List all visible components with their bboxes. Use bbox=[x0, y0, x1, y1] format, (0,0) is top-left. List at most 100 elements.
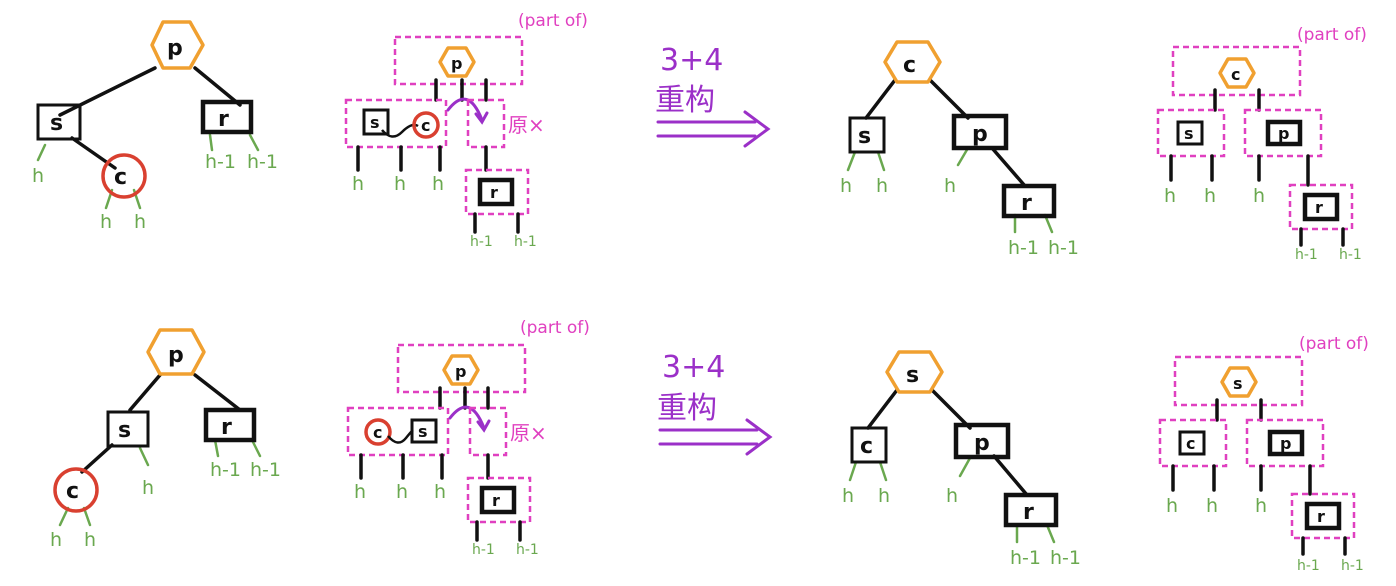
op-chinese-label: 重构 bbox=[657, 391, 717, 426]
height-label: h bbox=[842, 485, 854, 507]
node-s-box bbox=[106, 410, 150, 448]
height-label: h bbox=[32, 165, 44, 187]
node-p-hex bbox=[442, 354, 480, 386]
group-box-c bbox=[1158, 418, 1228, 468]
node-c-label: c bbox=[66, 479, 79, 504]
node-c-label: c bbox=[1186, 434, 1195, 453]
node-r-label: r bbox=[1023, 500, 1034, 525]
node-r-label: r bbox=[1317, 507, 1325, 526]
node-s-label: s bbox=[858, 124, 871, 149]
group-box-p bbox=[1245, 418, 1325, 468]
height-label: h bbox=[1166, 495, 1178, 517]
height-label: h bbox=[142, 477, 154, 499]
group-box-p bbox=[1243, 108, 1323, 158]
node-s-label: s bbox=[370, 113, 380, 132]
height-label: h bbox=[432, 173, 444, 195]
height-label: h-1 bbox=[1295, 247, 1318, 263]
height-label: h bbox=[944, 175, 956, 197]
height-label: h bbox=[1204, 185, 1216, 207]
height-label: h bbox=[840, 175, 852, 197]
node-s-label: s bbox=[50, 111, 63, 136]
node-r-label: r bbox=[221, 415, 232, 440]
node-s-label: s bbox=[418, 422, 428, 441]
node-p-box bbox=[953, 422, 1011, 460]
row1-btree-view: (part of) p s c 原× h h h r h-1 h-1 bbox=[344, 11, 588, 250]
height-label: h-1 bbox=[1050, 547, 1081, 569]
height-label: h-1 bbox=[1339, 247, 1362, 263]
group-box-r bbox=[464, 168, 530, 216]
group-box-p bbox=[396, 343, 527, 394]
op-numbers-label: 3+4 bbox=[662, 350, 725, 385]
node-p-box bbox=[1267, 429, 1305, 457]
op-chinese-label: 重构 bbox=[655, 83, 715, 118]
row2-restructure-arrow: 3+4 重构 bbox=[657, 350, 773, 456]
height-label: h bbox=[1206, 495, 1218, 517]
node-c-label: c bbox=[373, 423, 382, 442]
height-label: h bbox=[354, 481, 366, 503]
node-c-circle bbox=[101, 153, 147, 199]
node-r-box bbox=[479, 485, 517, 515]
node-s-label: s bbox=[906, 363, 919, 388]
group-box-empty bbox=[466, 98, 506, 149]
node-s-box bbox=[410, 418, 438, 444]
node-p-box bbox=[1265, 119, 1303, 147]
node-c-label: c bbox=[114, 165, 127, 190]
height-label: h bbox=[946, 485, 958, 507]
node-c-circle bbox=[53, 467, 99, 513]
node-c-hex bbox=[1218, 57, 1256, 89]
height-label: h bbox=[352, 173, 364, 195]
node-p-label: p bbox=[168, 343, 184, 368]
group-box-r bbox=[1288, 183, 1354, 231]
row2-result-btree-view: (part of) s c p h h h r h-1 h-1 bbox=[1158, 334, 1369, 574]
node-p-hex bbox=[146, 328, 206, 376]
row2-tree-result: s c p r h h h h-1 h-1 bbox=[842, 350, 1081, 569]
row1-tree-result: c s p r h h h h-1 h-1 bbox=[840, 40, 1079, 259]
group-box-s bbox=[1173, 355, 1304, 407]
node-r-box bbox=[1302, 192, 1340, 222]
node-r-label: r bbox=[218, 107, 229, 132]
row1-result-btree-view: (part of) c s p h h h r h-1 h-1 bbox=[1156, 25, 1367, 263]
node-p-label: p bbox=[167, 36, 183, 61]
height-label: h bbox=[434, 481, 446, 503]
node-r-box bbox=[1304, 501, 1342, 531]
node-p-label: p bbox=[1278, 124, 1289, 143]
row2-btree-view: (part of) p c s 原× h h h r h-1 h-1 bbox=[346, 318, 590, 558]
height-label: h-1 bbox=[210, 459, 241, 481]
node-c-circle bbox=[364, 418, 392, 446]
group-box-s bbox=[1156, 108, 1226, 158]
node-s-label: s bbox=[1233, 374, 1243, 393]
node-p-label: p bbox=[1280, 434, 1291, 453]
height-label: h-1 bbox=[514, 234, 537, 250]
node-r-label: r bbox=[1021, 191, 1032, 216]
group-box-r bbox=[1290, 492, 1356, 540]
height-label: h-1 bbox=[1297, 558, 1320, 574]
node-r-label: r bbox=[1315, 198, 1323, 217]
height-label: h bbox=[394, 173, 406, 195]
node-r-box bbox=[1001, 183, 1057, 219]
height-label: h bbox=[50, 529, 62, 551]
height-label: h bbox=[1164, 185, 1176, 207]
original-x-label: 原× bbox=[510, 421, 547, 445]
height-label: h bbox=[396, 481, 408, 503]
node-p-box bbox=[951, 113, 1009, 151]
node-c-box bbox=[850, 426, 888, 464]
node-p-label: p bbox=[974, 431, 990, 456]
height-label: h-1 bbox=[1048, 237, 1079, 259]
height-label: h-1 bbox=[1341, 558, 1364, 574]
node-c-box bbox=[1178, 430, 1206, 456]
node-p-label: p bbox=[455, 362, 466, 381]
height-label: h bbox=[878, 485, 890, 507]
node-p-label: p bbox=[972, 122, 988, 147]
node-c-label: c bbox=[1231, 65, 1240, 84]
height-label: h-1 bbox=[470, 234, 493, 250]
part-of-label: (part of) bbox=[1297, 25, 1367, 45]
node-s-box bbox=[362, 108, 390, 136]
node-c-circle bbox=[412, 111, 440, 139]
row2-tree-original: p s r c h h h h-1 h-1 bbox=[50, 328, 281, 551]
node-r-box bbox=[477, 177, 515, 207]
height-label: h bbox=[1255, 495, 1267, 517]
node-r-label: r bbox=[492, 491, 500, 510]
height-label: h bbox=[84, 529, 96, 551]
node-r-label: r bbox=[490, 183, 498, 202]
